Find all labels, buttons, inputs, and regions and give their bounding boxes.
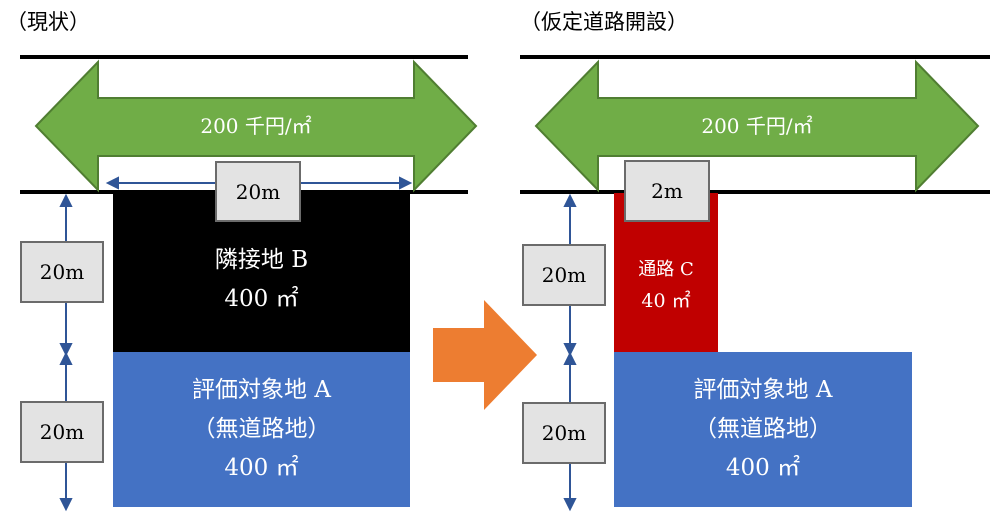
transition-arrow [433, 300, 537, 410]
right-depth-lower-label: 20m [522, 402, 606, 464]
left-depth-lower-label: 20m [20, 401, 104, 463]
left-depth-upper-label: 20m [20, 241, 104, 303]
left-title: （現状） [6, 10, 90, 34]
passage-area: 40 ㎡ [641, 290, 691, 313]
right-title: （仮定道路開設） [520, 10, 688, 34]
left-road-arrow [34, 59, 478, 193]
subject-note: （無道路地） [694, 415, 832, 442]
neighbor-name: 隣接地 B [214, 246, 309, 273]
right-subject-land-a: 評価対象地 A （無道路地） 400 ㎡ [614, 352, 912, 507]
subject-name: 評価対象地 A [192, 376, 331, 403]
right-passage-width-label: 2m [624, 160, 710, 222]
right-road-top-line [520, 55, 990, 59]
left-road-top-line [20, 55, 468, 59]
left-road-arrow-shape [34, 59, 478, 193]
subject-note: （無道路地） [192, 415, 331, 442]
right-depth-upper-label: 20m [522, 244, 606, 306]
right-road-arrow [534, 59, 980, 193]
subject-area: 400 ㎡ [224, 455, 299, 482]
subject-name: 評価対象地 A [693, 376, 833, 403]
subject-area: 400 ㎡ [725, 455, 801, 482]
right-road-arrow-shape [534, 59, 980, 193]
left-road-price: 200 千円/㎡ [200, 114, 312, 138]
right-road-price: 200 千円/㎡ [701, 114, 813, 138]
left-frontage-label: 20m [215, 161, 301, 222]
neighbor-area: 400 ㎡ [224, 286, 299, 312]
passage-name: 通路 C [638, 258, 694, 280]
right-road-bottom-line [520, 190, 990, 194]
left-subject-land-a: 評価対象地 A （無道路地） 400 ㎡ [113, 352, 410, 507]
